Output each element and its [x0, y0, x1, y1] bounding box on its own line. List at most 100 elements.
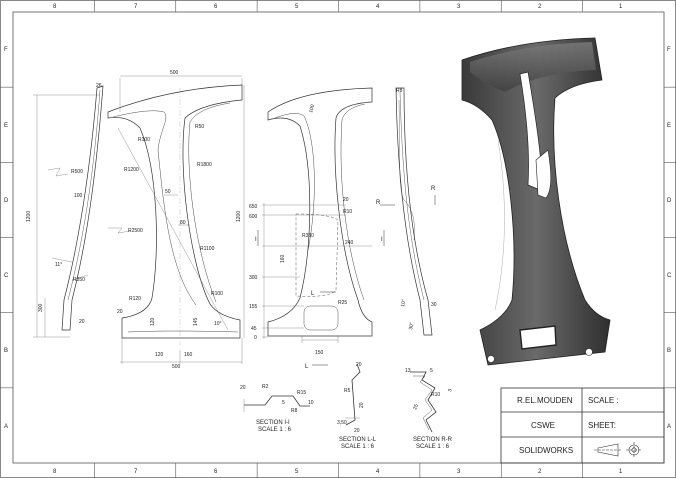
dim-160-back: 160: [280, 254, 286, 263]
sec-l-dim: 20: [354, 428, 360, 434]
dim-r50: R50: [195, 124, 204, 130]
zone-col-label: 2: [538, 4, 542, 10]
dim-26: 26: [96, 83, 102, 89]
zone-col-label: 6: [214, 469, 218, 475]
dim-r8: R8: [396, 88, 403, 94]
dim-145: 145: [193, 317, 199, 326]
zone-row-label: C: [667, 273, 672, 279]
zone-row-label: A: [4, 424, 8, 430]
section-r-scale: SCALE 1 : 6: [416, 444, 450, 450]
zone-col-label: 8: [53, 469, 57, 475]
sec-i-dim: 10: [308, 400, 314, 406]
zone-col-label: 2: [538, 469, 542, 475]
zone-col-label: 6: [214, 4, 218, 10]
side-view: [33, 85, 104, 338]
zone-col-label: 7: [134, 4, 138, 10]
sec-r-dim: 3: [447, 388, 454, 392]
zone-row-label: F: [4, 47, 8, 53]
title-block-author: R.EL.MOUDEN: [517, 396, 573, 405]
dim-650: 650: [249, 204, 258, 210]
dim-0: 0: [254, 335, 257, 341]
section-marker-l-top: L: [311, 291, 315, 297]
dim-r1200: R1200: [124, 167, 139, 173]
zone-row-label: D: [667, 198, 672, 204]
title-block-sheet-label: SHEET:: [588, 421, 616, 430]
zone-column-labels-top: 8 7 6 5 4 3 2 1: [53, 4, 623, 10]
dim-r100-br: R100: [211, 291, 223, 297]
sec-l-dim: 20: [356, 362, 362, 368]
zone-row-label: F: [667, 47, 671, 53]
dim-500-bottom: 500: [172, 364, 181, 370]
dim-30: 30: [431, 302, 437, 308]
sec-i-dim: R8: [291, 408, 298, 414]
zone-col-label: 1: [619, 469, 623, 475]
zone-col-label: 3: [457, 4, 461, 10]
dim-100-back: 100: [308, 104, 316, 114]
title-block-scale-label: SCALE :: [588, 396, 619, 405]
dim-r100-top: R100: [138, 137, 150, 143]
dim-50: 50: [165, 189, 171, 195]
sec-l-dim: 20: [359, 402, 365, 408]
dim-240: 240: [345, 240, 354, 246]
back-view: [257, 87, 385, 366]
sec-i-dim: R2: [262, 384, 269, 390]
zone-col-label: 1: [619, 4, 623, 10]
zone-col-label: 3: [457, 469, 461, 475]
section-i-scale: SCALE 1 : 6: [258, 427, 292, 433]
dim-r10-back: R10: [343, 209, 352, 215]
dim-20-back: 20: [343, 197, 349, 203]
section-marker-r-upper: R: [376, 200, 381, 206]
isometric-3d-view: [461, 37, 611, 366]
zone-col-label: 5: [295, 4, 299, 10]
dim-300-side: 300: [38, 303, 44, 312]
dim-r25: R25: [338, 300, 347, 306]
front-view: [107, 75, 245, 364]
zone-col-label: 4: [376, 469, 380, 475]
section-r-title: SECTION R-R: [413, 437, 453, 443]
zone-row-labels-right: F E D C B A: [667, 47, 672, 430]
sec-l-dim: 3,50: [337, 420, 347, 426]
dim-155: 155: [249, 304, 258, 310]
dim-10deg-profile: 10°: [400, 299, 407, 307]
dim-20-side: 20: [79, 319, 85, 325]
zone-row-label: B: [667, 348, 671, 354]
sec-i-dim: 20: [240, 385, 246, 391]
dim-30deg: 30°: [408, 322, 415, 330]
sec-r-dim: R10: [431, 392, 440, 398]
zone-row-labels-left: F E D C B A: [4, 47, 9, 430]
section-l-title: SECTION L-L: [339, 437, 377, 443]
section-l-scale: SCALE 1 : 6: [341, 444, 375, 450]
zone-row-label: D: [4, 198, 9, 204]
profile-view: [380, 87, 436, 336]
dim-150: 150: [315, 350, 324, 356]
section-l-l: [345, 363, 361, 426]
dim-120-vert: 120: [150, 317, 156, 326]
zone-col-label: 7: [134, 469, 138, 475]
dim-80: 80: [180, 220, 186, 226]
dim-r2500: R2500: [128, 228, 143, 234]
sec-i-dim: 5: [282, 400, 285, 406]
zone-col-label: 5: [295, 469, 299, 475]
section-i-title: SECTION I-I: [256, 420, 290, 426]
zone-row-label: E: [4, 123, 8, 129]
sec-l-dim: R5: [344, 388, 351, 394]
dim-r120: R120: [129, 296, 141, 302]
section-marker-r-iso: R: [431, 186, 436, 192]
zone-row-label: C: [4, 273, 9, 279]
dim-160-bottom: 160: [184, 352, 193, 358]
dim-r500: R500: [71, 169, 83, 175]
dim-20b: 20: [117, 309, 123, 315]
section-marker-i-right: I: [381, 237, 383, 243]
dim-300-back: 300: [249, 275, 258, 281]
dim-10deg-front: 10°: [214, 321, 222, 327]
dim-r1800: R1800: [197, 162, 212, 168]
dim-600: 600: [249, 214, 258, 220]
sec-r-dim: 25: [412, 403, 420, 410]
dim-11deg: 11°: [55, 262, 62, 268]
section-i-i: [243, 395, 310, 412]
title-block-software: SOLIDWORKS: [519, 446, 573, 455]
dim-r350-side: R350: [73, 277, 85, 283]
projection-symbol-icon: [594, 442, 642, 458]
section-marker-i-left: I: [255, 237, 257, 243]
